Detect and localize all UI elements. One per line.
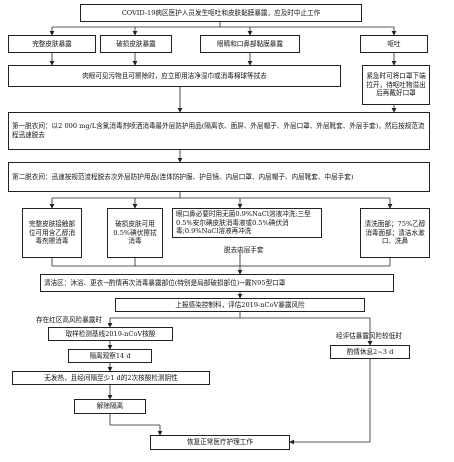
wipe-clean-box: 肉眼可见污物且可擦除时，应立即用洁净湿巾或消毒棉球等拭去: [8, 65, 341, 87]
sub-face-wash: 清洗面部；75%乙醇消毒面部；清洁水漱口、洗鼻: [360, 208, 430, 258]
high-risk-label: 存在红区高风险暴露时: [36, 316, 102, 324]
baseline-test-box: 取样检测基线2019-nCoV核酸: [48, 327, 173, 341]
clean-area-box: 清洁区：沐浴、更衣→酌情再次消毒暴露部位(特别是局部破损部位)→戴N95型口罩: [40, 274, 394, 292]
sub-intact-skin: 完整皮肤接触部位可用含乙醇消毒剂擦消毒: [22, 208, 82, 258]
branch-broken-skin: 破损皮肤暴露: [100, 35, 172, 53]
remove-inner-gloves-label: 脱去内层手套: [224, 246, 264, 254]
resume-work-box: 恢复正常医疗护理工作: [150, 435, 290, 450]
rest-box: 酌情休息2~3 d: [330, 345, 410, 359]
release-quarantine-box: 解除隔离: [74, 399, 146, 414]
branch-eye-mucosa: 眼睛和口鼻部黏膜暴露: [200, 35, 300, 53]
branch-vomit: 呕吐: [360, 35, 428, 53]
low-risk-label: 经评估暴露风险较低时: [336, 332, 402, 340]
top-header-text: COVID-19病区医护人员发生呕吐和皮肤黏膜暴露，应及时中止工作: [121, 8, 321, 17]
branch-intact-skin: 完整皮肤暴露: [8, 35, 96, 53]
sub-mucosa-rinse: 眼口鼻必要时用无菌0.9%NaCl溶液冲洗;三型0.5%安尔碘皮肤消毒液或0.5…: [172, 208, 322, 238]
first-undress-box: 第一脱衣间：以2 000 mg/L含氯消毒剂喷洒消毒最外层防护用品(隔离衣、面屏…: [8, 112, 430, 150]
quarantine-box: 隔离观察14 d: [68, 349, 152, 363]
report-box: 上报感染控制科，评估2019-nCoV暴露风险: [115, 298, 365, 312]
sub-broken-skin: 破损皮肤可用0.5%碘伏擦拭消毒: [107, 208, 163, 258]
vomit-mask-box: 紧急时可将口罩下端拉开，待呕吐物溢出后再戴好口罩: [362, 65, 430, 105]
negative-test-box: 无发热，且经间隔至少1 d的2次核酸检测阴性: [12, 371, 210, 385]
second-undress-box: 第二脱衣间：迅速按规范流程脱去次外层防护用品(连体防护服、护目镜、内层口罩、内层…: [8, 162, 430, 192]
top-header-box: COVID-19病区医护人员发生呕吐和皮肤黏膜暴露，应及时中止工作: [80, 4, 362, 22]
